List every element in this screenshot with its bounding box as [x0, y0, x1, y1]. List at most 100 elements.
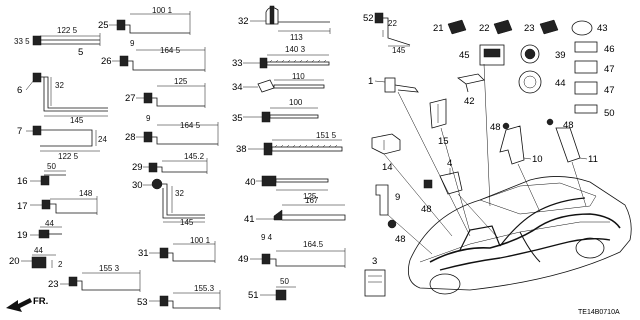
- part-16-bracket[interactable]: [41, 196, 98, 215]
- dim-label: 151 5: [316, 131, 337, 140]
- front-label: FR.: [33, 296, 48, 307]
- callout-number: 48: [490, 122, 501, 133]
- part-44-pad[interactable]: [574, 41, 598, 53]
- part-50-pad[interactable]: [574, 104, 598, 114]
- part-28-bracket[interactable]: [143, 122, 219, 146]
- part-3-relay[interactable]: [364, 269, 386, 297]
- part-47-bolt[interactable]: [502, 122, 510, 130]
- part-10-bracket[interactable]: [499, 125, 525, 165]
- part-47-bolt[interactable]: [546, 118, 554, 126]
- part-48-bolt[interactable]: [423, 179, 433, 189]
- part-45-pad[interactable]: [574, 60, 598, 74]
- callout-number: 10: [532, 154, 543, 165]
- dim-label: 33 5: [14, 37, 30, 46]
- part-6-bracket[interactable]: [32, 72, 108, 117]
- callout-number: 20: [9, 256, 20, 267]
- part-5-bracket[interactable]: [32, 33, 101, 46]
- dim-label: 50: [47, 162, 56, 171]
- part-30-bracket[interactable]: [151, 178, 205, 223]
- part-49-bracket[interactable]: [261, 248, 346, 268]
- callout-number: 31: [138, 248, 149, 259]
- leader-lines: [383, 63, 587, 255]
- part-22-grommet[interactable]: [539, 19, 559, 35]
- part-34-clip-tie[interactable]: [257, 79, 325, 93]
- part-48-bolt[interactable]: [387, 219, 397, 229]
- dim-label: 164 5: [160, 46, 181, 55]
- part-53-bracket[interactable]: [159, 290, 221, 310]
- callout-number: 27: [125, 93, 136, 104]
- callout-number: 21: [433, 23, 444, 34]
- callout-number: 23: [524, 23, 535, 34]
- callout-number: 33: [232, 58, 243, 69]
- part-18-clip[interactable]: [38, 226, 62, 239]
- part-43-connector[interactable]: [479, 44, 505, 66]
- part-11-bracket[interactable]: [555, 127, 581, 163]
- part-46-pad[interactable]: [574, 81, 598, 95]
- part-15-clip[interactable]: [40, 170, 66, 186]
- callout-number: 49: [238, 254, 249, 265]
- part-21-grommet[interactable]: [493, 19, 513, 35]
- callout-number: 11: [588, 154, 598, 165]
- callout-number: 39: [555, 50, 566, 61]
- part-23-bracket[interactable]: [68, 270, 141, 292]
- callout-number: 16: [17, 176, 28, 187]
- part-32-clip[interactable]: [265, 5, 331, 34]
- part-19-clip[interactable]: [31, 254, 56, 269]
- callout-number: 42: [464, 96, 475, 107]
- diagram-code: TE14B0710A: [578, 309, 620, 316]
- part-13-bracket[interactable]: [371, 133, 401, 155]
- callout-number: 46: [604, 44, 615, 55]
- callout-number: 28: [125, 132, 136, 143]
- part-9-bracket[interactable]: [375, 184, 389, 216]
- part-38-clip-tie[interactable]: [261, 175, 329, 191]
- part-51-clip[interactable]: [275, 286, 296, 301]
- part-14-protector[interactable]: [429, 98, 447, 129]
- callout-number: 43: [597, 23, 608, 34]
- callout-number: 48: [395, 234, 406, 245]
- callout-number: 38: [236, 144, 247, 155]
- callout-number: 45: [459, 50, 470, 61]
- part-20-grommet[interactable]: [447, 19, 467, 35]
- callout-number: 48: [563, 120, 574, 131]
- callout-number: 25: [98, 20, 109, 31]
- dim-label: 155 3: [99, 264, 120, 273]
- part-35-clip-tie[interactable]: [261, 107, 319, 123]
- part-36-cable-tie[interactable]: [263, 139, 343, 156]
- dim-label: 9: [130, 39, 135, 48]
- callout-number: 40: [245, 177, 256, 188]
- dim-label: 145: [392, 46, 406, 55]
- callout-number: 50: [604, 108, 615, 119]
- part-29-bracket[interactable]: [148, 158, 208, 174]
- dim-label: 145: [70, 116, 84, 125]
- callout-number: 26: [101, 56, 112, 67]
- callout-number: 53: [137, 297, 148, 308]
- callout-number: 17: [17, 201, 28, 212]
- part-41-grommet[interactable]: [571, 20, 593, 36]
- part-39-bracket[interactable]: [273, 204, 346, 221]
- dim-label: 22: [388, 19, 397, 28]
- callout-number: 35: [232, 113, 243, 124]
- callout-number: 23: [48, 279, 59, 290]
- dim-label: 113: [290, 33, 303, 42]
- part-4-bracket[interactable]: [439, 171, 463, 195]
- part-1-connector-holder[interactable]: [384, 77, 419, 93]
- dim-label: 125: [174, 77, 188, 86]
- part-37-grommet[interactable]: [520, 44, 540, 64]
- part-27-bracket[interactable]: [143, 83, 206, 108]
- callout-number: 41: [244, 214, 255, 225]
- part-40-clip[interactable]: [457, 73, 485, 93]
- callout-number: 44: [555, 78, 566, 89]
- part-52-bracket[interactable]: [374, 12, 411, 47]
- callout-number: 48: [421, 204, 432, 215]
- callout-number: 3: [372, 256, 377, 267]
- part-31-bracket[interactable]: [159, 241, 216, 263]
- part-42-grommet[interactable]: [518, 70, 542, 94]
- part-33-cable-tie[interactable]: [259, 54, 330, 69]
- dim-label: 44: [34, 246, 43, 255]
- part-25-bracket[interactable]: [116, 11, 191, 35]
- callout-number: 34: [232, 82, 243, 93]
- dim-label: 110: [292, 72, 305, 81]
- part-7-bracket[interactable]: [32, 125, 100, 152]
